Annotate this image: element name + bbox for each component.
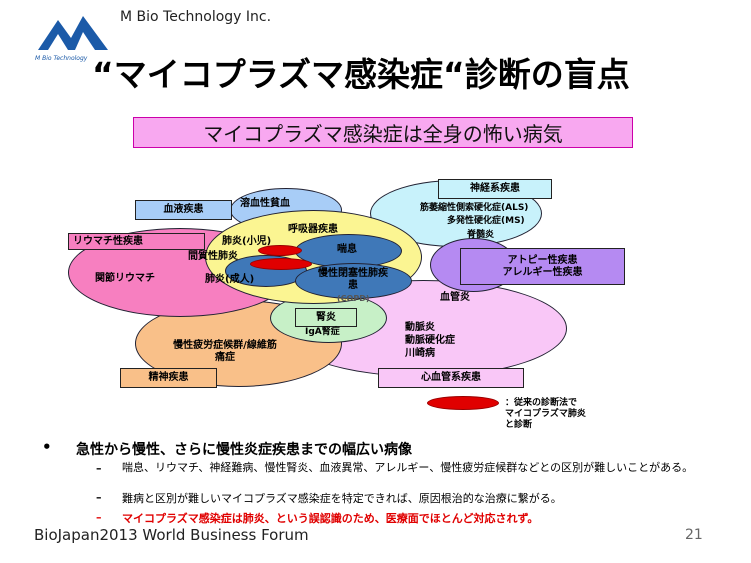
iga-label: IgA腎症 xyxy=(305,327,340,337)
copd-abbr-label: (COPD) xyxy=(337,294,370,303)
company-name: M Bio Technology Inc. xyxy=(120,9,272,25)
ms-label: 多発性硬化症(MS) xyxy=(447,216,525,226)
bullet-dot: • xyxy=(42,438,52,456)
red-marker-adult xyxy=(250,258,312,270)
als-label: 筋萎縮性側索硬化症(ALS) xyxy=(420,203,529,213)
pneumonia-adult-label: 肺炎(成人) xyxy=(205,274,255,285)
vasculitis-label: 血管炎 xyxy=(440,292,470,303)
arteritis-label: 動脈炎 xyxy=(405,322,435,333)
respiratory-label: 呼吸器疾患 xyxy=(288,224,338,235)
blood-box: 血液疾患 xyxy=(135,200,232,220)
copd-label: 慢性閉塞性肺疾患 xyxy=(318,268,388,291)
kidney-box: 腎炎 xyxy=(295,308,357,327)
allergy-box: アトピー性疾患 アレルギー性疾患 xyxy=(460,248,625,285)
myelitis-label: 脊髄炎 xyxy=(467,230,495,240)
page-title: “マイコプラズマ感染症“診断の盲点 xyxy=(92,55,630,94)
company-logo: M Bio Technology xyxy=(35,16,108,62)
cardio-box: 心血管系疾患 xyxy=(378,368,524,388)
red-marker-child xyxy=(258,245,302,256)
copd-ellipse xyxy=(295,263,412,299)
dash: – xyxy=(96,491,102,504)
interstitial-label: 間質性肺炎 xyxy=(188,251,238,262)
psych-box: 精神疾患 xyxy=(120,368,217,388)
hemolytic-anemia-label: 溶血性貧血 xyxy=(240,198,290,209)
legend-red-marker xyxy=(427,396,499,410)
footer-event: BioJapan2013 World Business Forum xyxy=(34,526,309,544)
dash: – xyxy=(96,462,102,475)
pneumonia-child-label: 肺炎(小児) xyxy=(222,236,272,247)
asthma-ellipse xyxy=(295,234,402,268)
ra-label: 関節リウマチ xyxy=(95,273,155,284)
sub-bullet-2: 難病と区別が難しいマイコプラズマ感染症を特定できれば、原因根治的な治療に繋がる。 xyxy=(122,492,562,505)
asthma-label: 喘息 xyxy=(337,244,357,255)
sub-bullet-3: マイコプラズマ感染症は肺炎、という誤認識のため、医療面でほとんど対応されず。 xyxy=(122,512,539,525)
arteriosclerosis-label: 動脈硬化症 xyxy=(405,335,455,346)
cfs-label: 慢性疲労症候群/線維筋痛症 xyxy=(173,340,277,363)
main-bullet: 急性から慢性、さらに慢性炎症疾患までの幅広い病像 xyxy=(76,442,412,458)
legend-label: ：従来の診断法で マイコプラズマ肺炎 と診断 xyxy=(505,398,586,430)
svg-text:M Bio Technology: M Bio Technology xyxy=(35,55,88,62)
page-number: 21 xyxy=(685,527,703,543)
allergy-label: アレルギー性疾患 xyxy=(502,266,583,278)
atopy-label: アトピー性疾患 xyxy=(507,255,578,266)
rheuma-box: リウマチ性疾患 xyxy=(68,233,205,250)
banner: マイコプラズマ感染症は全身の怖い病気 xyxy=(133,117,633,148)
sub-bullet-1: 喘息、リウマチ、神経難病、慢性腎炎、血液異常、アレルギー、慢性疲労症候群などとの… xyxy=(122,461,694,474)
dash: – xyxy=(96,511,102,524)
neuro-box: 神経系疾患 xyxy=(438,179,552,199)
kawasaki-label: 川崎病 xyxy=(405,348,435,359)
